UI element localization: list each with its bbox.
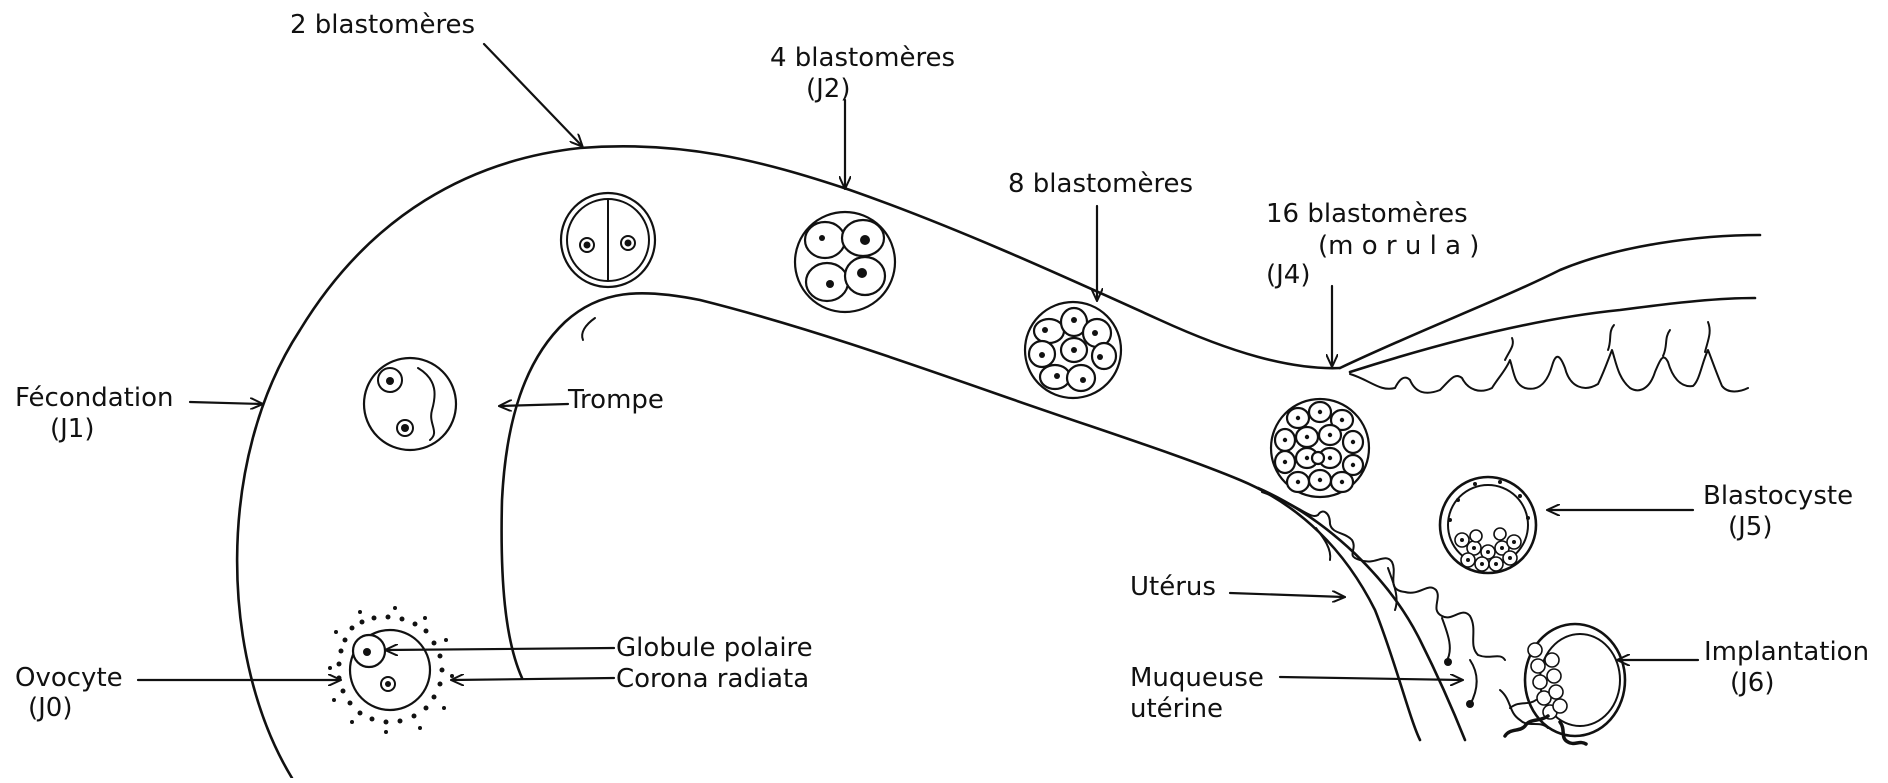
arrow-two-blastomeres <box>482 42 582 146</box>
ovocyte-cell <box>328 606 454 734</box>
label-blastocyste-day: (J5) <box>1728 512 1773 542</box>
label-eight-blastomeres: 8 blastomères <box>1008 169 1193 199</box>
label-ovocyte: Ovocyte <box>15 663 123 693</box>
arrow-uterus <box>1228 593 1344 597</box>
labels: 2 blastomères 4 blastomères (J2) 8 blast… <box>15 10 1869 724</box>
arrow-corona-radiata <box>452 678 616 680</box>
morula-cell <box>1269 397 1371 499</box>
arrow-globule-polaire <box>386 648 616 650</box>
tube-outline <box>235 144 1762 780</box>
arrows <box>136 42 1700 680</box>
label-blastocyste: Blastocyste <box>1703 481 1853 511</box>
label-globule-polaire: Globule polaire <box>616 633 813 663</box>
label-morula: (m o r u l a ) <box>1318 231 1479 261</box>
label-four-blastomeres: 4 blastomères <box>770 43 955 73</box>
label-trompe: Trompe <box>567 385 664 415</box>
label-two-blastomeres: 2 blastomères <box>290 10 475 40</box>
arrow-trompe <box>500 404 570 406</box>
label-fecondation-day: (J1) <box>50 414 95 444</box>
label-implantation-day: (J6) <box>1730 668 1775 698</box>
label-muqueuse-line2: utérine <box>1130 694 1223 724</box>
implantation-cell <box>1503 622 1627 746</box>
label-muqueuse-line1: Muqueuse <box>1130 663 1264 693</box>
label-four-day: (J2) <box>806 74 851 104</box>
blastocyst-cell <box>1438 475 1538 575</box>
uterine-mucosa-side <box>1261 491 1549 729</box>
fecondation-cell <box>362 356 458 452</box>
label-fecondation: Fécondation <box>15 383 173 413</box>
label-sixteen-blastomeres: 16 blastomères <box>1266 199 1468 229</box>
arrow-fecondation <box>188 402 262 404</box>
label-implantation: Implantation <box>1704 637 1869 667</box>
corona-radiata-dots <box>328 606 454 734</box>
label-uterus: Utérus <box>1130 572 1216 602</box>
uterine-mucosa-top <box>1349 321 1749 394</box>
label-sixteen-day: (J4) <box>1266 260 1311 290</box>
label-corona-radiata: Corona radiata <box>616 664 809 694</box>
two-blastomere-cell <box>559 191 657 289</box>
arrow-muqueuse <box>1278 677 1462 680</box>
label-ovocyte-day: (J0) <box>28 693 73 723</box>
eight-blastomere-cell <box>1023 300 1123 400</box>
four-blastomere-cell <box>793 210 897 314</box>
